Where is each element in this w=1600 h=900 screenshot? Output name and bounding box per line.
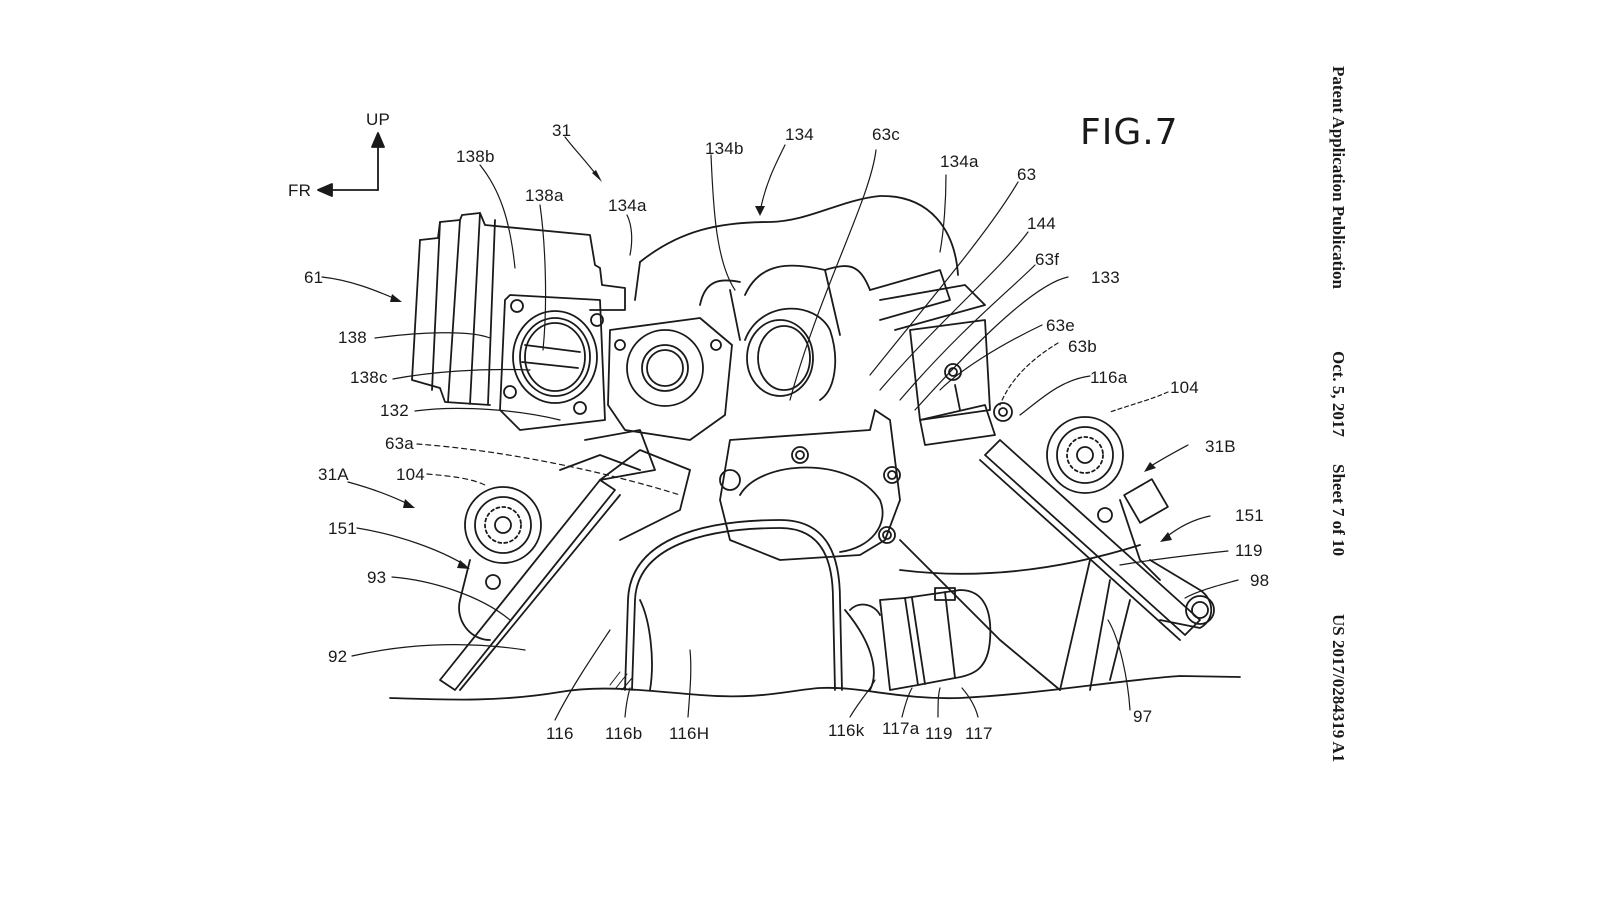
ref-label: 134 <box>785 125 814 144</box>
ref-label: 116H <box>669 724 710 743</box>
ref-label: 63a <box>385 434 414 453</box>
ref-label: 119 <box>1235 541 1263 560</box>
intake-manifold-outline <box>640 196 958 275</box>
section-cut-line <box>390 676 1240 700</box>
cylinder-bank-31A <box>440 430 690 690</box>
orientation-up-label: UP <box>366 110 391 129</box>
ref-label: 63f <box>1035 250 1060 269</box>
elbow-116H <box>625 520 842 690</box>
ref-label: 97 <box>1133 707 1153 726</box>
ref-label: 116 <box>546 724 574 743</box>
orientation-front-label: FR <box>288 181 312 200</box>
ref-label: 117a <box>882 719 920 738</box>
ref-label: 144 <box>1027 214 1056 233</box>
ref-label: 104 <box>396 465 425 484</box>
ref-label: 63e <box>1046 316 1075 335</box>
leader-lines <box>322 137 1238 720</box>
publication-number: US 2017/0284319 A1 <box>1329 614 1348 763</box>
ref-label: 134a <box>608 196 647 215</box>
sheet-number: Sheet 7 of 10 <box>1329 464 1348 557</box>
ref-label: 132 <box>380 401 409 420</box>
ref-label: 93 <box>367 568 387 587</box>
ref-label: 119 <box>925 724 953 743</box>
ref-label: 63 <box>1017 165 1037 184</box>
ref-label: 138c <box>350 368 388 387</box>
ref-label: 138a <box>525 186 564 205</box>
ref-label: 134b <box>705 139 744 158</box>
ref-label: 61 <box>304 268 324 287</box>
actuator-117 <box>850 588 990 690</box>
ref-label: 31A <box>318 465 349 484</box>
figure-title: FIG.7 <box>1080 112 1179 153</box>
ref-label: 133 <box>1091 268 1120 287</box>
ref-label: 151 <box>328 519 357 538</box>
cylinder-bank-31B <box>980 403 1214 690</box>
throttle-body <box>412 213 625 430</box>
ref-label: 116a <box>1090 368 1128 387</box>
ref-label: 98 <box>1250 571 1270 590</box>
ref-label: 31B <box>1205 437 1236 456</box>
patent-header: Patent Application Publication Oct. 5, 2… <box>1318 66 1348 806</box>
ref-label: 104 <box>1170 378 1199 397</box>
publication-type: Patent Application Publication <box>1329 66 1348 289</box>
ref-label: 116b <box>605 724 643 743</box>
adapter-boss <box>608 318 732 440</box>
ref-label: 31 <box>552 121 572 140</box>
rear-throttle-body <box>910 320 995 445</box>
intake-port-ring <box>747 320 813 396</box>
ref-label: 63b <box>1068 337 1097 356</box>
ref-label: 138b <box>456 147 495 166</box>
ref-label: 134a <box>940 152 979 171</box>
ref-label: 151 <box>1235 506 1264 525</box>
ref-label: 138 <box>338 328 367 347</box>
hatch-116b <box>610 672 632 690</box>
ref-label: 117 <box>965 724 993 743</box>
ref-label: 63c <box>872 125 901 144</box>
ref-label: 116k <box>828 721 865 740</box>
ref-label: 92 <box>328 647 348 666</box>
orientation-arrows <box>318 133 384 196</box>
cylinder-head-block <box>720 410 900 560</box>
publication-date: Oct. 5, 2017 <box>1329 351 1348 437</box>
